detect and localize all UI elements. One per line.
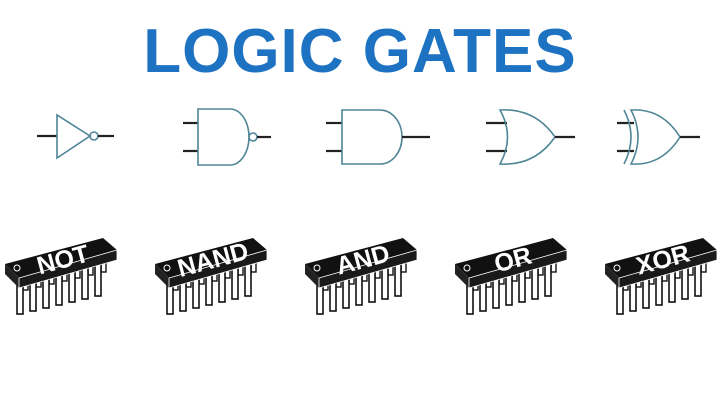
chip-notch-icon [463,264,471,272]
chip-not: NOT [5,238,118,315]
chip-pin [668,269,676,303]
chip-notch-icon [163,264,171,272]
chip-pin [68,269,76,303]
chip-pin [531,266,539,300]
chip-pin [355,272,363,306]
chip-pin [655,272,663,306]
nand-gate-icon [183,108,271,166]
chip-notch-icon [613,264,621,272]
chip-xor: XOR [605,238,718,315]
chip-notch-icon [13,264,21,272]
chip-and: AND [305,238,418,315]
chip-nand: NAND [155,237,268,315]
chip-body [5,238,117,278]
chip-pin [368,269,376,303]
chip-pin [94,263,102,297]
chip-body [455,238,567,278]
chip-pin [544,263,552,297]
chip-pin [231,266,239,300]
chip-or: OR [455,238,568,315]
chip-pin [244,263,252,297]
chip-pin [394,263,402,297]
chip-pin [55,272,63,306]
xor-gate-icon [617,109,700,165]
title: LOGIC GATES [143,17,577,86]
chip-body [305,238,417,278]
chip-body [155,238,267,278]
chip-pin [381,266,389,300]
chip-pin [505,272,513,306]
or-gate-icon [486,109,575,165]
chip-pin [694,263,702,297]
not-gate-icon [37,113,114,160]
chip-pin [218,269,226,303]
chip-pin [681,266,689,300]
chip-pin [81,266,89,300]
chip-body [605,238,717,278]
chip-pin [518,269,526,303]
and-gate-icon [326,109,430,165]
chip-pin [205,272,213,306]
chip-notch-icon [313,264,321,272]
